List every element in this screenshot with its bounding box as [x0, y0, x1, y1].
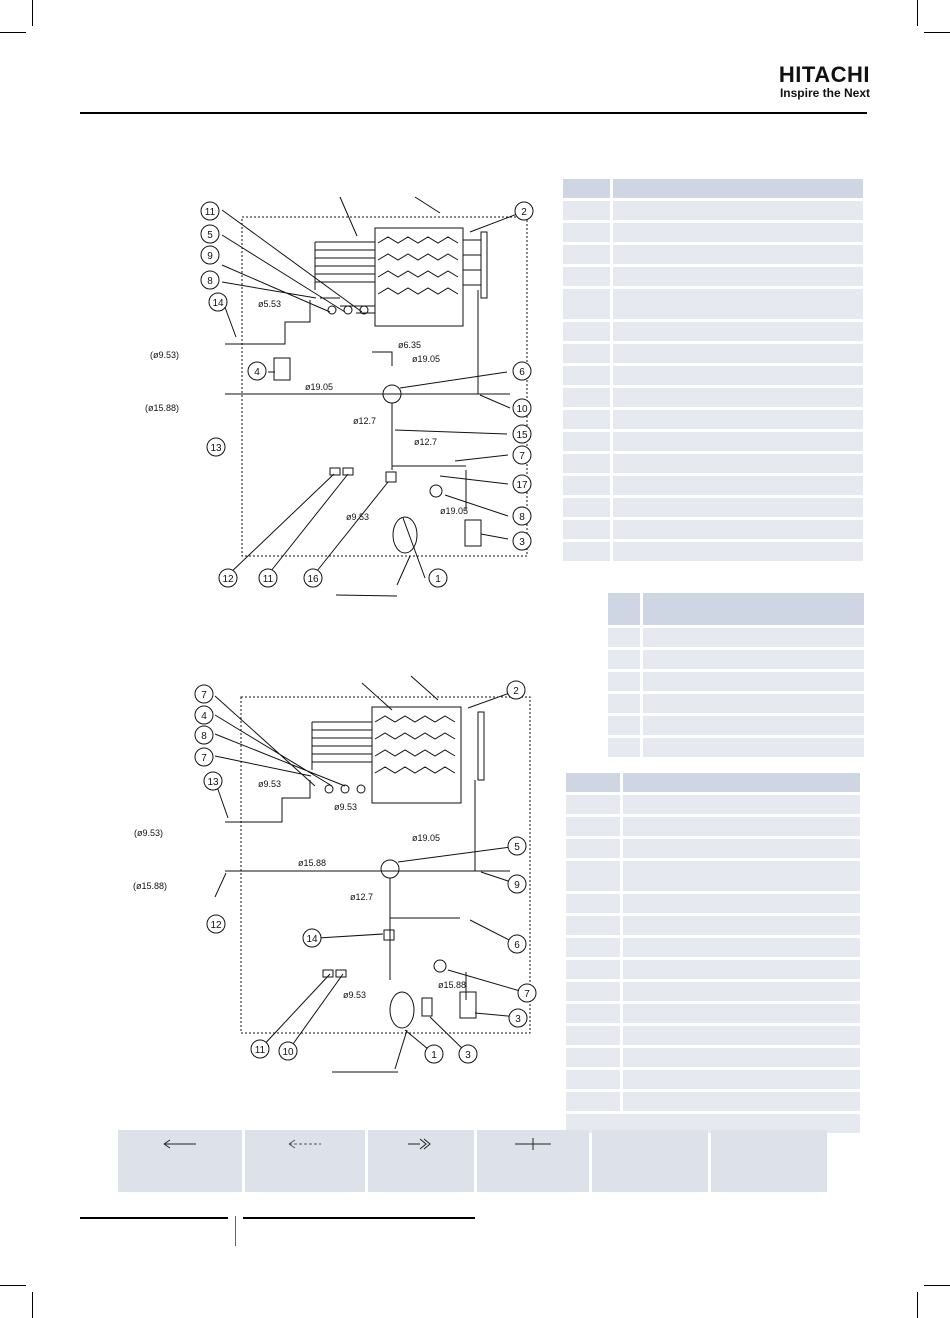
header-pipe — [477, 711, 485, 781]
crop-mark — [32, 0, 33, 26]
callout: 3 — [519, 537, 525, 548]
compressor — [392, 516, 418, 554]
callout: 12 — [210, 920, 222, 931]
callout: 8 — [207, 276, 213, 287]
arrow-solid-icon — [118, 1130, 242, 1160]
pipe-label: ø19.05 — [440, 506, 468, 516]
callout: 3 — [465, 1050, 471, 1061]
header-pipe — [480, 231, 488, 299]
footer-rule — [243, 1217, 475, 1219]
crop-mark — [0, 32, 26, 33]
flare-connection-icon — [368, 1130, 474, 1160]
callout: 7 — [519, 451, 525, 462]
pipe-label: ø6.35 — [398, 340, 421, 350]
pipe-label: (ø9.53) — [134, 828, 163, 838]
callout: 6 — [514, 940, 520, 951]
callout: 6 — [519, 367, 525, 378]
callout: 14 — [306, 934, 318, 945]
pipe-label: ø12.7 — [350, 892, 373, 902]
brand-logo: HITACHI Inspire the Next — [740, 62, 870, 100]
callout: 5 — [514, 842, 520, 853]
parts-table-1 — [563, 176, 863, 564]
callout: 11 — [255, 1045, 266, 1056]
header-rule — [80, 112, 867, 114]
receiver-3 — [459, 991, 477, 1019]
callout: 10 — [282, 1047, 294, 1058]
arrow-dashed-icon — [245, 1130, 365, 1160]
pipe-label: ø15.88 — [298, 858, 326, 868]
callout: 17 — [516, 480, 528, 491]
crop-mark — [917, 0, 918, 26]
pipe-label: ø15.88 — [438, 980, 466, 990]
crop-mark — [924, 1285, 950, 1286]
callout: 15 — [516, 430, 528, 441]
heat-exchanger — [371, 706, 462, 804]
callout: 1 — [435, 574, 441, 585]
callout: 8 — [519, 512, 525, 523]
callout: 4 — [201, 711, 207, 722]
symbol-legend-table — [115, 1130, 830, 1192]
callout: 10 — [516, 404, 528, 415]
pipe-label: ø19.05 — [412, 354, 440, 364]
four-way-valve — [380, 859, 400, 879]
crop-mark — [0, 1285, 26, 1286]
callout: 7 — [201, 753, 207, 764]
unit-outline — [240, 696, 531, 1034]
callout: 4 — [254, 367, 260, 378]
callout: 7 — [201, 690, 207, 701]
callout: 9 — [514, 880, 520, 891]
crop-mark — [924, 32, 950, 33]
parts-table-2 — [608, 590, 864, 760]
callout: 9 — [207, 251, 213, 262]
callout: 1 — [431, 1050, 437, 1061]
pipe-label: ø12.7 — [414, 437, 437, 447]
callout: 13 — [207, 777, 219, 788]
callout: 13 — [210, 443, 222, 454]
compressor — [389, 991, 415, 1029]
pipe-label: ø9.53 — [334, 802, 357, 812]
callout: 5 — [207, 230, 213, 241]
callout: 11 — [263, 574, 274, 585]
pipe-label: (ø15.88) — [145, 403, 179, 413]
crop-mark — [917, 1292, 918, 1318]
receiver-3 — [464, 519, 482, 547]
component-16 — [385, 471, 397, 483]
callout: 3 — [515, 1014, 521, 1025]
crop-mark — [32, 1292, 33, 1318]
callout: 2 — [513, 686, 519, 697]
callout: 12 — [222, 574, 234, 585]
pipe-label: ø19.05 — [305, 382, 333, 392]
brand-tagline: Inspire the Next — [779, 86, 870, 100]
parts-table-3 — [566, 770, 860, 1136]
unit-outline — [241, 216, 528, 557]
callout: 7 — [524, 989, 530, 1000]
pipe-label: ø9.53 — [346, 512, 369, 522]
heat-exchanger — [374, 227, 464, 327]
refrigerant-cycle-diagram-bottom: 7 4 8 7 13 12 14 2 5 9 6 7 3 11 10 1 3 ø… — [133, 675, 537, 1073]
refrigerant-cycle-diagram-top: 11 5 9 8 14 4 13 2 6 10 15 7 17 8 3 12 1… — [145, 196, 534, 597]
pipe-label: (ø15.88) — [133, 881, 167, 891]
accumulator-4 — [273, 357, 291, 381]
pipe-label: ø12.7 — [353, 416, 376, 426]
pipe-label: ø9.53 — [343, 990, 366, 1000]
pipe-label: (ø9.53) — [150, 350, 179, 360]
pipe-label: ø5.53 — [258, 299, 281, 309]
brand-name: HITACHI — [778, 62, 870, 87]
callout: 16 — [307, 574, 319, 585]
footer-divider — [235, 1216, 236, 1246]
brazed-connection-icon — [477, 1130, 589, 1160]
pipe-label: ø19.05 — [412, 833, 440, 843]
pipe-label: ø9.53 — [258, 779, 281, 789]
callout: 11 — [205, 207, 216, 218]
callout: 2 — [521, 207, 527, 218]
callout: 14 — [212, 298, 224, 309]
footer-rule — [80, 1217, 228, 1219]
callout: 8 — [201, 731, 207, 742]
